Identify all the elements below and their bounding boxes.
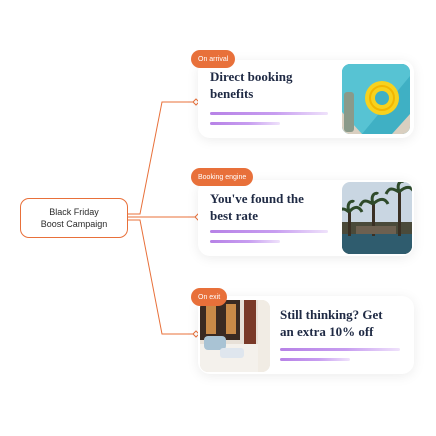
step-badge: On exit bbox=[191, 288, 228, 306]
text-placeholder-bar bbox=[210, 230, 328, 233]
step-title: Still thinking? Get an extra 10% off bbox=[280, 307, 383, 339]
text-placeholder-bar bbox=[210, 112, 328, 115]
step-badge: Booking engine bbox=[191, 168, 254, 186]
text-placeholder-bar bbox=[280, 358, 350, 361]
campaign-name-line2: Boost Campaign bbox=[40, 219, 108, 229]
step-badge: On arrival bbox=[191, 50, 236, 68]
text-placeholder-bar bbox=[210, 240, 280, 243]
text-placeholder-bar bbox=[280, 348, 400, 351]
step-card-on-arrival[interactable]: Direct booking benefits bbox=[198, 60, 414, 138]
campaign-node[interactable]: Black Friday Boost Campaign bbox=[20, 198, 128, 238]
palm-resort-image bbox=[342, 182, 412, 254]
step-title: Direct booking benefits bbox=[210, 69, 293, 101]
pool-float-image bbox=[342, 64, 410, 134]
step-title: You've found the best rate bbox=[210, 191, 304, 223]
text-placeholder-bar bbox=[210, 122, 280, 125]
step-card-booking-engine[interactable]: You've found the best rate bbox=[198, 180, 414, 256]
step-card-on-exit[interactable]: Still thinking? Get an extra 10% off bbox=[198, 296, 414, 374]
hotel-room-image bbox=[200, 300, 270, 372]
campaign-name-line1: Black Friday bbox=[49, 207, 99, 217]
